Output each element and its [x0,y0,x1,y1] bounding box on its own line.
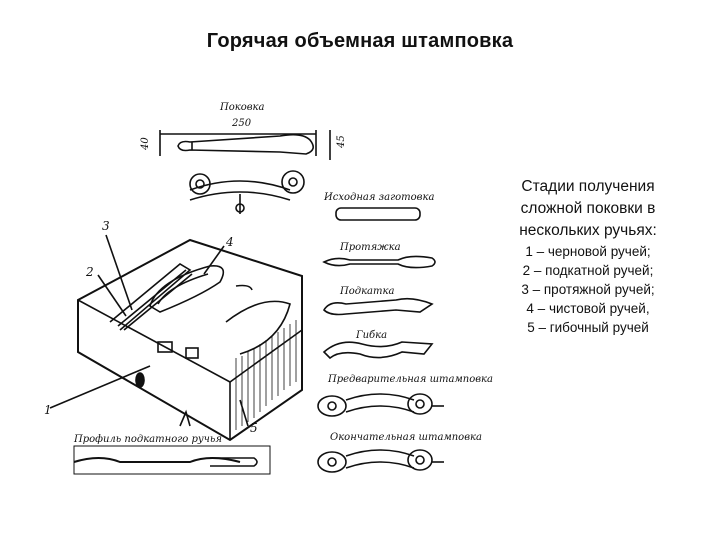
caption-text: Стадии получения сложной поковки в неско… [488,176,688,337]
profile-label: Профиль подкатного ручья [73,434,222,445]
slide-title: Горячая объемная штамповка [206,30,514,52]
caption-heading-line: Стадии получения [521,178,655,195]
callout-4: 4 [225,235,234,249]
callout-5: 5 [250,421,258,435]
caption-heading-line: сложной поковки в [520,200,656,217]
length-dimension: 250 [231,118,252,129]
caption-heading-line: нескольких ручьях: [519,222,657,239]
caption-list-item: 4 – чистовой ручей, [526,301,650,316]
caption-list-item: 2 – подкатной ручей; [522,263,654,278]
stage-label-preliminary: Предварительная штамповка [327,374,493,385]
right-dimension: 45 [336,135,347,149]
caption-list-item: 1 – черновой ручей; [525,244,651,259]
stage-label-final: Окончательная штамповка [330,432,482,443]
forging-stages-figure: Поковка 250 40 45 Исходная заготовка Про… [40,90,500,530]
left-dimension: 40 [140,137,151,151]
forging-drawing: Поковка 250 40 45 Исходная заготовка Про… [44,102,493,475]
caption-list-item: 5 – гибочный ручей [527,320,649,335]
stage-label-drawing: Протяжка [339,242,401,253]
caption-list-item: 3 – протяжной ручей; [521,282,655,297]
stage-label-bending: Гибка [355,330,387,341]
callout-3: 3 [102,219,110,233]
forging-label: Поковка [219,102,265,113]
callout-1: 1 [44,403,52,417]
stage-label-rolling: Подкатка [339,286,394,297]
stage-label-blank: Исходная заготовка [323,192,434,203]
callout-2: 2 [85,265,94,279]
